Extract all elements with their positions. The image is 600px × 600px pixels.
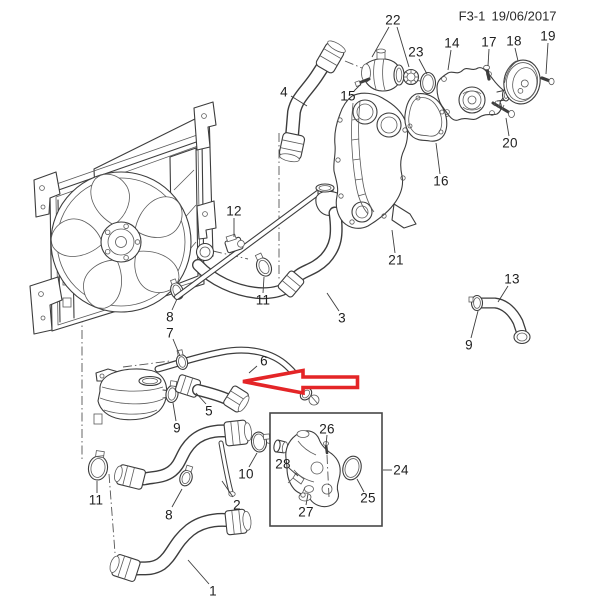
coolant-pipe <box>174 189 322 300</box>
radiator-fan-assembly <box>29 101 217 335</box>
part-callout-24[interactable]: 24 <box>393 462 409 478</box>
seal-ring-25 <box>342 455 362 481</box>
part-callout-8[interactable]: 8 <box>165 507 173 523</box>
water-pump-gasket <box>404 93 448 142</box>
part-callout-11[interactable]: 11 <box>255 292 271 308</box>
bolt-19 <box>540 76 555 86</box>
part-callout-22[interactable]: 22 <box>385 12 401 28</box>
part-callout-4[interactable]: 4 <box>280 84 288 100</box>
hose-13 <box>468 294 531 345</box>
leader-lines <box>96 26 549 585</box>
bracket-28 <box>287 472 305 485</box>
figure-code: F3-1 <box>458 8 486 24</box>
part-callout-19[interactable]: 19 <box>540 28 556 44</box>
part-callout-23[interactable]: 23 <box>408 44 424 60</box>
part-callout-18[interactable]: 18 <box>506 33 522 49</box>
hose-1 <box>109 508 252 582</box>
hose-clamp-11b <box>87 450 109 481</box>
hose-2 <box>114 419 252 497</box>
highlight-arrow <box>242 368 360 396</box>
mounting-brackets <box>29 101 217 335</box>
part-callout-28[interactable]: 28 <box>275 456 291 472</box>
part-callout-7[interactable]: 7 <box>166 325 174 341</box>
hose-5 <box>174 374 250 413</box>
thermostat-housing <box>361 48 405 92</box>
hose-clamp-7 <box>175 349 189 370</box>
part-callout-16[interactable]: 16 <box>433 173 449 189</box>
part-callout-27[interactable]: 27 <box>298 504 314 520</box>
part-callout-6[interactable]: 6 <box>260 353 268 369</box>
part-callout-5[interactable]: 5 <box>205 403 213 419</box>
thermostat-seal-ring <box>419 71 437 95</box>
water-pump-pulley <box>503 59 541 105</box>
part-callout-11[interactable]: 11 <box>88 492 104 508</box>
bolt-15 <box>354 77 371 88</box>
part-callout-15[interactable]: 15 <box>340 88 356 104</box>
part-callout-14[interactable]: 14 <box>444 35 460 51</box>
hose-clamp-10 <box>250 431 271 453</box>
bolt-26 <box>322 441 330 498</box>
part-callout-1[interactable]: 1 <box>209 583 217 599</box>
hose-clamp-11a <box>254 252 273 277</box>
bolt-20 <box>491 100 515 119</box>
radiator-outlet <box>195 242 215 262</box>
expansion-tank <box>93 368 173 425</box>
part-callout-20[interactable]: 20 <box>502 135 518 151</box>
part-callout-2[interactable]: 2 <box>233 497 241 513</box>
part-callout-3[interactable]: 3 <box>338 310 346 326</box>
part-callout-9[interactable]: 9 <box>173 420 181 436</box>
timing-chain-cover <box>333 92 417 229</box>
part-callout-12[interactable]: 12 <box>226 203 242 219</box>
part-callout-13[interactable]: 13 <box>504 271 520 287</box>
part-callout-10[interactable]: 10 <box>238 466 254 482</box>
hose-4 <box>278 40 346 163</box>
fan <box>44 169 184 315</box>
part-callout-21[interactable]: 21 <box>388 252 404 268</box>
part-callout-25[interactable]: 25 <box>360 490 376 506</box>
hose-3 <box>277 206 343 298</box>
bolt-17 <box>483 64 491 81</box>
part-callout-9[interactable]: 9 <box>465 337 473 353</box>
hose-clamp-8b <box>179 464 194 487</box>
water-pump <box>436 67 511 121</box>
part-callout-8[interactable]: 8 <box>166 309 174 325</box>
part-callout-26[interactable]: 26 <box>319 421 335 437</box>
fitting-27 <box>300 485 314 498</box>
part-callout-17[interactable]: 17 <box>481 34 497 50</box>
figure-date: 19/06/2017 <box>491 8 557 24</box>
thermostat <box>402 68 420 86</box>
